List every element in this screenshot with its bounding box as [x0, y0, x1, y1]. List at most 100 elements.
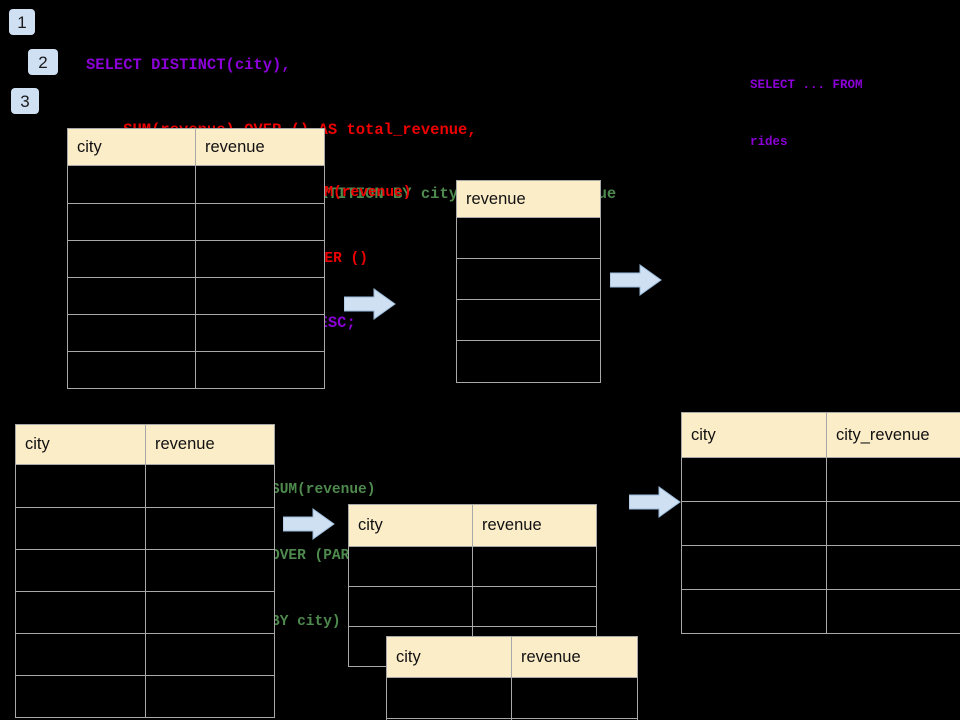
column-header-revenue: revenue	[456, 180, 601, 218]
table-row	[456, 340, 601, 383]
table-rides-source-bottom: city revenue	[15, 424, 275, 718]
table-cell	[681, 457, 827, 502]
table-total-revenue-result: revenue	[456, 180, 601, 383]
table-row	[15, 549, 275, 592]
table-row	[67, 240, 325, 278]
table-cell	[145, 507, 275, 550]
column-header-city-revenue: city_revenue	[826, 412, 960, 458]
annotation-sum-over-empty-line-1: SUM(revenue)	[307, 185, 412, 201]
table-cell	[511, 677, 638, 719]
table-cell	[826, 589, 960, 634]
annotation-sum-over-partition-line-3: BY city)	[271, 614, 341, 630]
arrow-total-to-output	[610, 264, 662, 296]
step-badge-2: 2	[28, 49, 58, 75]
table-header-row: city revenue	[67, 128, 325, 166]
table-row	[67, 351, 325, 389]
sql-line-select: SELECT DISTINCT(city),	[86, 56, 291, 74]
table-cell	[348, 546, 473, 587]
table-cell	[145, 591, 275, 634]
table-row	[456, 217, 601, 259]
table-cell	[195, 240, 325, 278]
annotation-sum-over-partition-line-1: SUM(revenue)	[271, 482, 376, 498]
table-cell	[67, 240, 196, 278]
table-row	[386, 677, 638, 719]
side-caption-select-from-rides: SELECT ... FROM rides	[750, 38, 863, 190]
table-row	[456, 258, 601, 300]
table-row	[67, 277, 325, 315]
column-header-city: city	[386, 636, 512, 678]
table-header-row: city revenue	[15, 424, 275, 465]
table-cell	[67, 351, 196, 389]
arrow-source-to-total	[344, 288, 396, 320]
table-row	[67, 165, 325, 204]
table-cell	[681, 545, 827, 590]
table-partition-group-front: city revenue	[386, 636, 638, 720]
side-caption-line-2: rides	[750, 135, 788, 149]
table-header-row: city city_revenue	[681, 412, 960, 458]
table-cell	[456, 299, 601, 341]
table-cell	[15, 591, 146, 634]
table-row	[67, 314, 325, 352]
column-header-city: city	[348, 504, 473, 547]
column-header-city: city	[15, 424, 146, 465]
table-cell	[456, 217, 601, 259]
table-header-row: revenue	[456, 180, 601, 218]
table-cell	[15, 507, 146, 550]
table-row	[456, 299, 601, 341]
table-row	[681, 545, 960, 590]
table-cell	[67, 203, 196, 241]
table-row	[386, 718, 638, 720]
table-row	[681, 501, 960, 546]
table-cell	[145, 633, 275, 676]
table-row	[348, 586, 597, 627]
table-row	[15, 633, 275, 676]
column-header-revenue: revenue	[145, 424, 275, 465]
table-cell	[15, 464, 146, 508]
table-cell	[386, 677, 512, 719]
table-cell	[195, 203, 325, 241]
table-cell	[67, 277, 196, 315]
column-header-city: city	[681, 412, 827, 458]
table-cell	[826, 545, 960, 590]
arrow-source-to-partition	[283, 508, 335, 540]
column-header-city: city	[67, 128, 196, 166]
table-cell	[145, 675, 275, 718]
table-row	[15, 591, 275, 634]
table-cell	[15, 675, 146, 718]
table-row	[15, 507, 275, 550]
table-cell	[826, 457, 960, 502]
table-row	[681, 589, 960, 634]
table-header-row: city revenue	[348, 504, 597, 547]
step-badge-1-label: 1	[17, 12, 27, 32]
table-cell	[67, 165, 196, 204]
step-badge-3: 3	[11, 88, 39, 114]
table-header-row: city revenue	[386, 636, 638, 678]
step-badge-3-label: 3	[20, 91, 30, 111]
column-header-revenue: revenue	[511, 636, 638, 678]
table-rides-source-top: city revenue	[67, 128, 325, 389]
table-cell	[472, 586, 597, 627]
table-city-revenue-result: city city_revenue	[681, 412, 960, 634]
table-row	[15, 464, 275, 508]
table-row	[67, 203, 325, 241]
table-cell	[681, 589, 827, 634]
annotation-sum-over-partition: SUM(revenue) OVER (PARTITION BY city)	[271, 435, 402, 677]
step-badge-2-label: 2	[38, 52, 48, 72]
table-row	[348, 546, 597, 587]
table-row	[15, 675, 275, 718]
table-cell	[472, 546, 597, 587]
table-cell	[348, 586, 473, 627]
table-cell	[195, 277, 325, 315]
table-cell	[456, 258, 601, 300]
table-cell	[511, 718, 638, 720]
table-cell	[195, 165, 325, 204]
table-cell	[195, 351, 325, 389]
step-badge-1: 1	[9, 9, 35, 35]
table-cell	[826, 501, 960, 546]
side-caption-line-1: SELECT ... FROM	[750, 78, 863, 92]
table-cell	[195, 314, 325, 352]
column-header-revenue: revenue	[472, 504, 597, 547]
table-cell	[145, 549, 275, 592]
arrow-partition-to-output	[629, 486, 681, 518]
